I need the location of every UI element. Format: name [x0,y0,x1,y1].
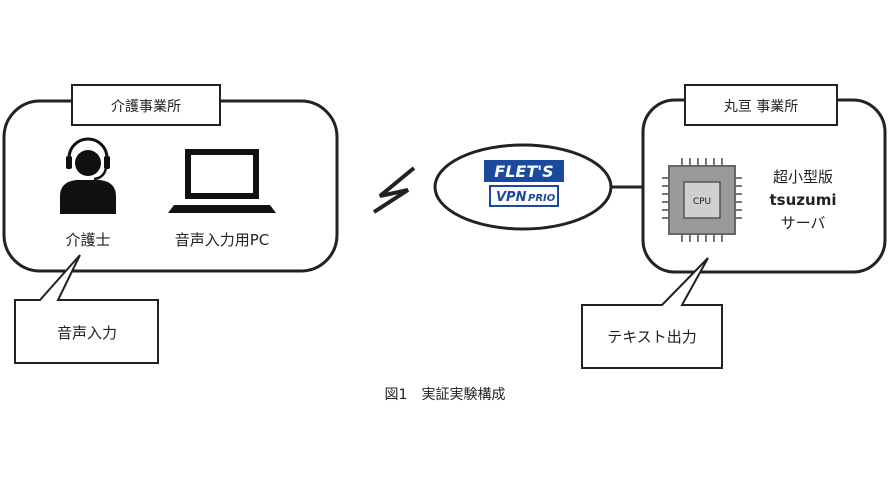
headset-user-icon [60,137,116,214]
right-site-title-box [684,84,838,126]
right-callout-text: テキスト出力 [607,328,697,346]
cpu-chip-icon: CPU [662,158,742,242]
chip-label: CPU [693,197,711,207]
flets-vpn-logo: FLET'S VPN PRIO [484,160,564,207]
right-callout [581,257,723,369]
figure-caption: 図1 実証実験構成 [385,387,506,403]
left-callout-text: 音声入力 [57,324,117,342]
server-line3: サーバ [781,214,826,232]
left-site-title: 介護事業所 [111,99,181,115]
left-site-title-box [71,84,221,126]
left-site-box [2,99,339,273]
left-callout [14,254,159,364]
lightning-icon [372,166,416,214]
right-site-title: 丸亘 事業所 [724,99,798,115]
logo-top: FLET'S [494,162,553,181]
logo-bottom-sub: PRIO [528,193,556,204]
person-label: 介護士 [65,231,110,249]
logo-bottom-main: VPN [496,190,527,205]
pc-label: 音声入力用PC [175,231,270,249]
server-line1: 超小型版 [773,168,833,186]
server-line2: tsuzumi [770,191,837,209]
laptop-icon [168,149,276,213]
